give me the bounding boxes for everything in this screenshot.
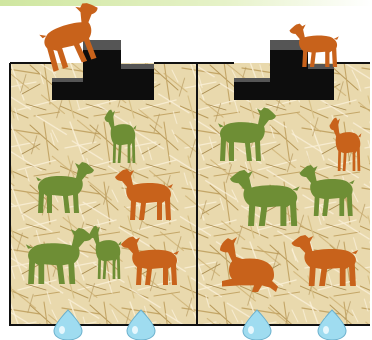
pen-right [197, 24, 370, 340]
pen-left [10, 0, 197, 340]
